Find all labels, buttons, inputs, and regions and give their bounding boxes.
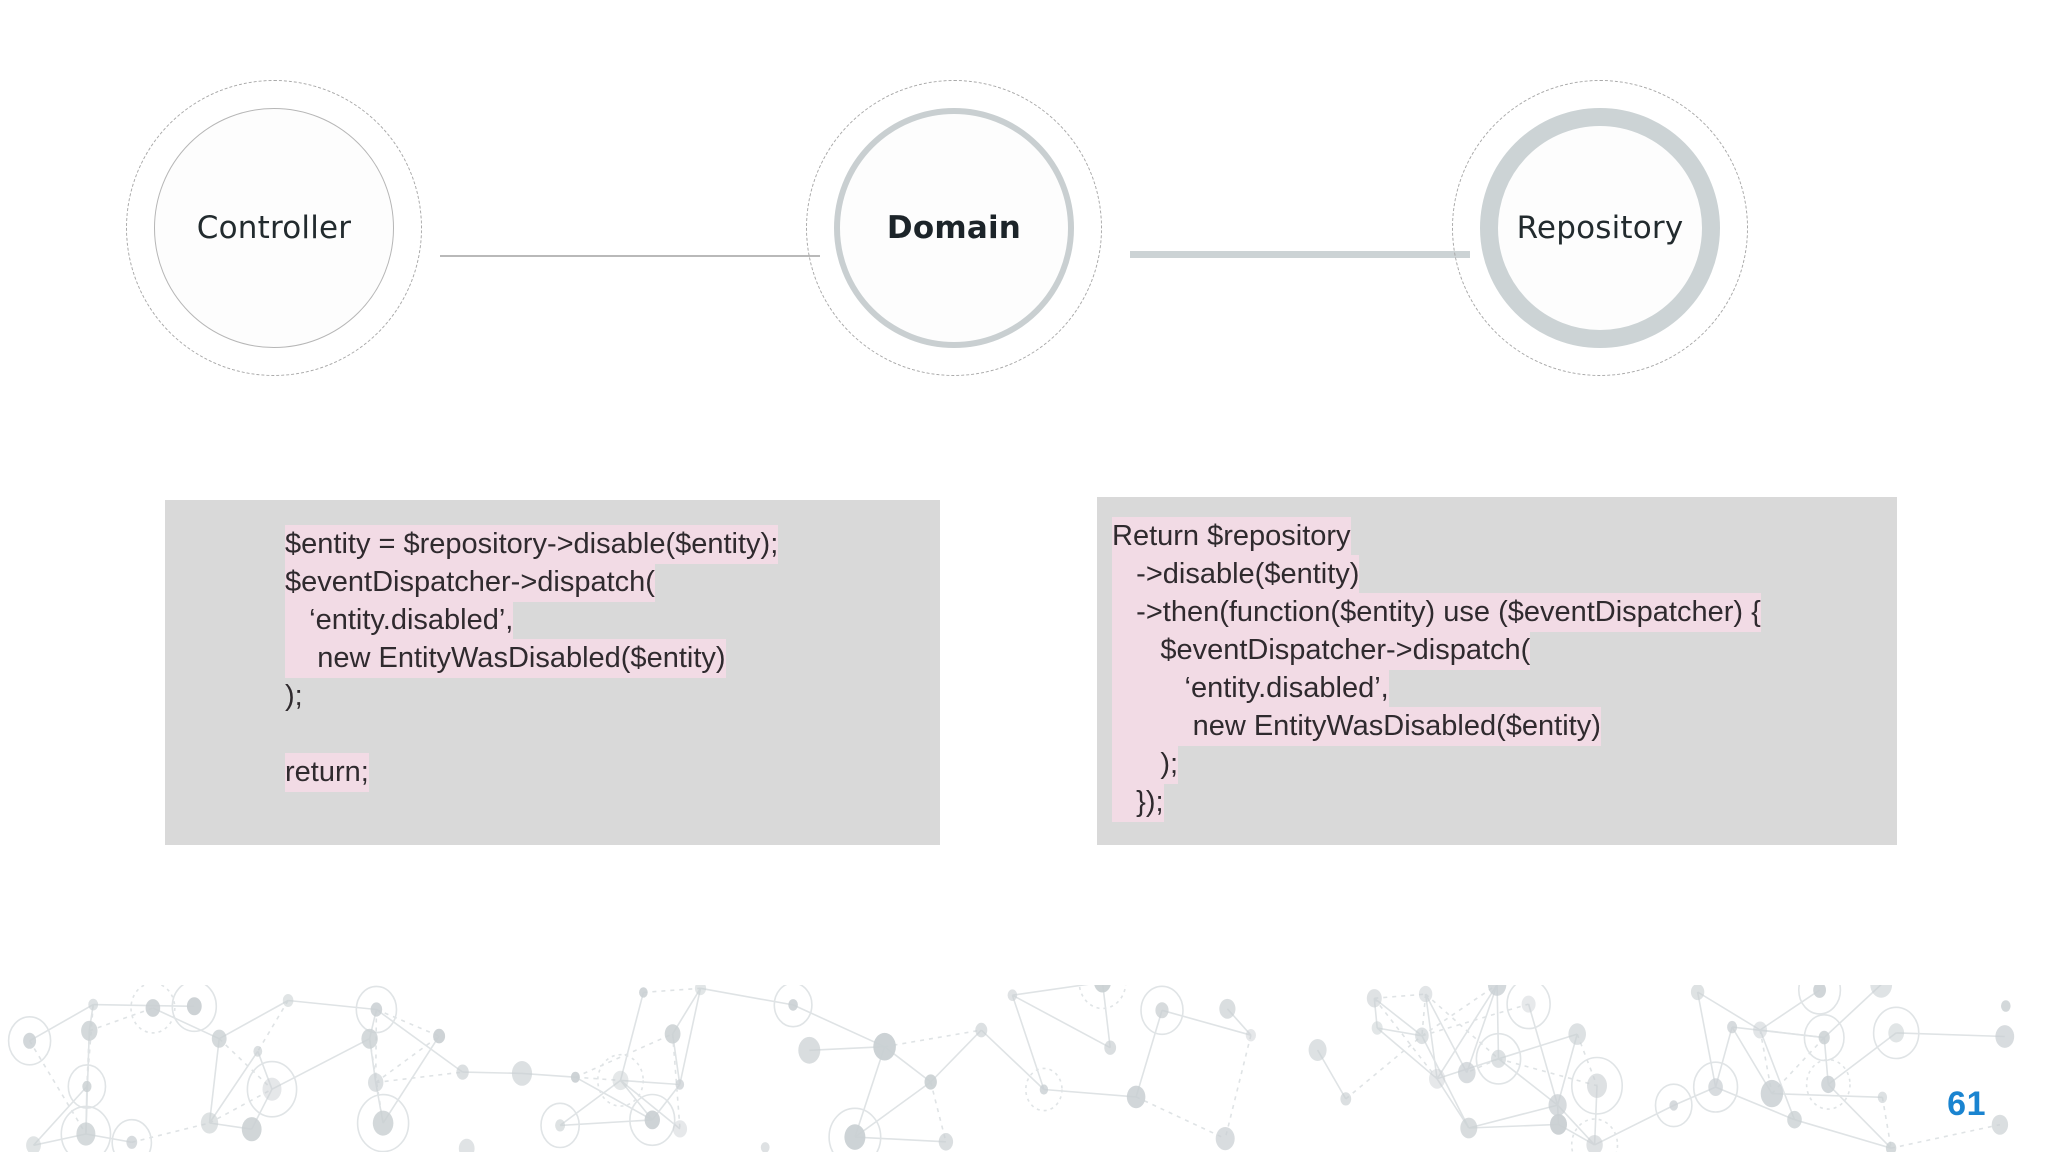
node-label-controller: Controller xyxy=(196,210,352,246)
diagram-node-controller[interactable]: Controller xyxy=(126,80,422,376)
code-block-controller: $entity = $repository->disable($entity);… xyxy=(165,500,940,845)
diagram-node-domain[interactable]: Domain xyxy=(806,80,1102,376)
code-line: ->then(function($entity) use ($eventDisp… xyxy=(1112,593,1897,632)
node-label-domain: Domain xyxy=(886,210,1022,246)
code-line: ); xyxy=(285,680,303,712)
dashed-ring-icon xyxy=(1452,80,1748,376)
code-line: new EntityWasDisabled($entity) xyxy=(1112,707,1897,746)
dashed-ring-icon xyxy=(806,80,1102,376)
code-line: ); xyxy=(1112,745,1897,784)
code-line: ‘entity.disabled’, xyxy=(285,601,940,640)
code-line: $eventDispatcher->dispatch( xyxy=(1112,631,1897,670)
code-line: Return $repository xyxy=(1112,517,1897,556)
connector-controller-domain xyxy=(440,255,820,257)
code-lines-domain: Return $repository ->disable($entity) ->… xyxy=(1097,517,1897,822)
code-line: return; xyxy=(285,753,940,792)
code-block-domain: Return $repository ->disable($entity) ->… xyxy=(1097,497,1897,845)
diagram-node-repository[interactable]: Repository xyxy=(1452,80,1748,376)
network-node-pattern-icon xyxy=(7,985,2015,1152)
code-line: new EntityWasDisabled($entity) xyxy=(285,639,940,678)
code-line: $eventDispatcher->dispatch( xyxy=(285,563,940,602)
architecture-diagram: Controller Domain Repository xyxy=(0,0,2048,440)
code-line: $entity = $repository->disable($entity); xyxy=(285,525,940,564)
code-lines-controller: $entity = $repository->disable($entity);… xyxy=(165,525,940,792)
code-line xyxy=(285,715,940,753)
page-number: 61 xyxy=(1947,1085,1986,1123)
dashed-ring-icon xyxy=(126,80,422,376)
connector-domain-repository xyxy=(1130,251,1470,258)
node-circle xyxy=(154,108,394,348)
code-line: ->disable($entity) xyxy=(1112,555,1897,594)
code-line: }); xyxy=(1112,783,1897,822)
node-circle xyxy=(834,108,1074,348)
code-line: ‘entity.disabled’, xyxy=(1112,669,1897,708)
node-label-repository: Repository xyxy=(1516,210,1684,246)
